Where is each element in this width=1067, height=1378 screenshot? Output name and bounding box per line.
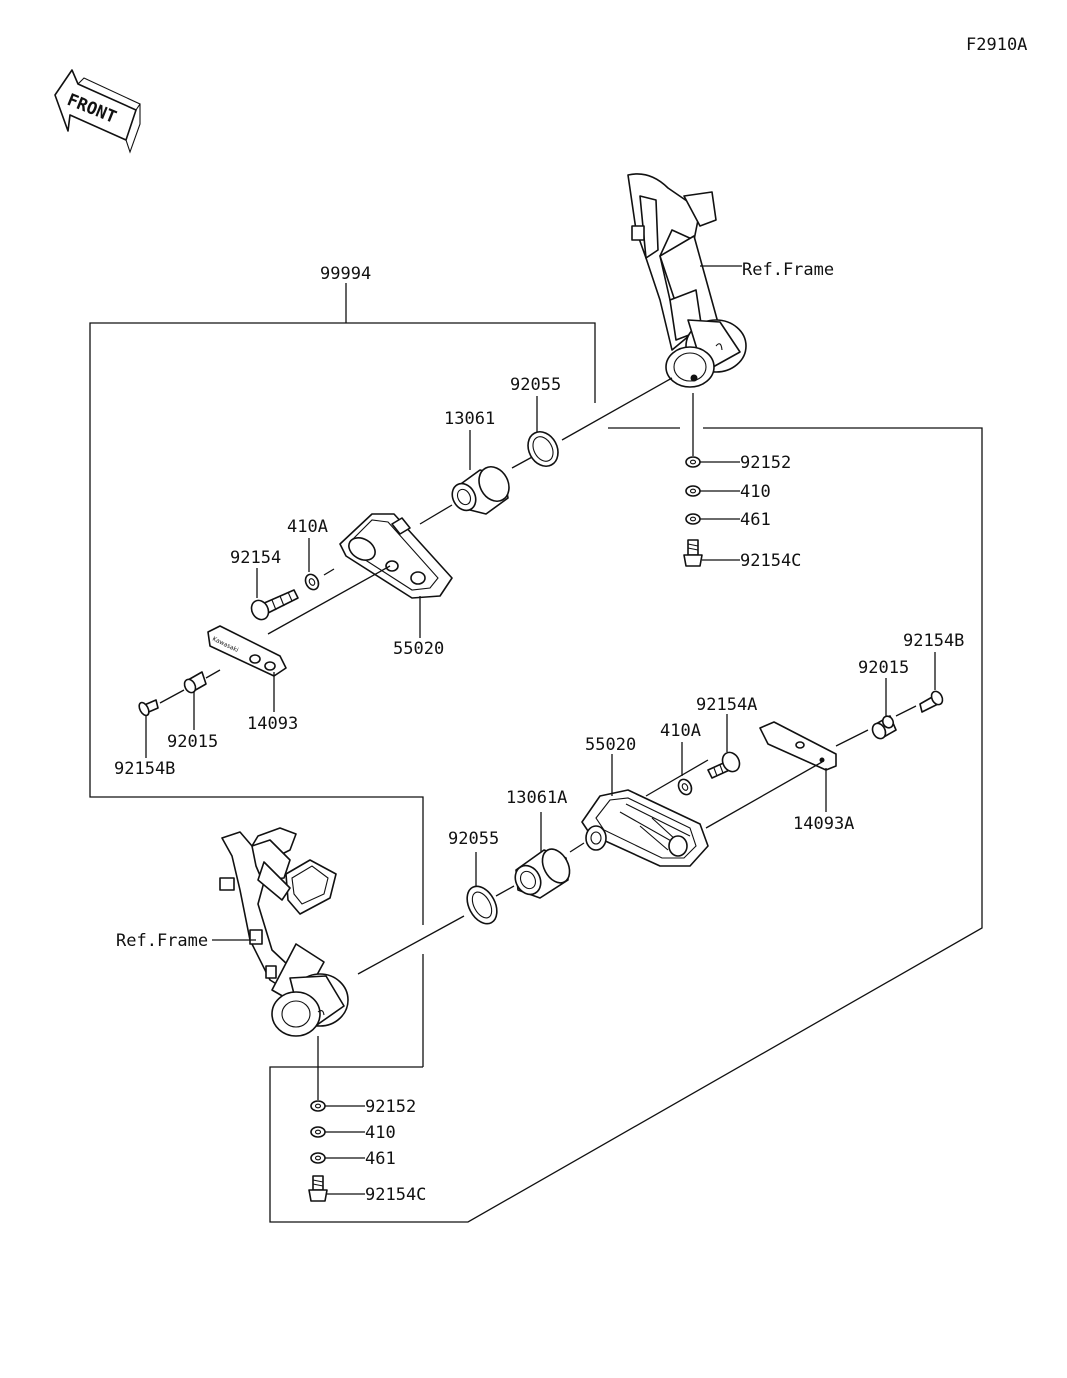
upper-label-55020: 55020 <box>393 639 444 659</box>
bolt-icon <box>312 1175 324 1191</box>
upper-label-92015: 92015 <box>167 732 218 752</box>
washer-icon <box>310 1100 326 1112</box>
lower-label-92152: 92152 <box>365 1097 416 1117</box>
emblem-plate-icon: Kawasaki <box>207 625 287 677</box>
collar-icon <box>451 466 510 515</box>
o-ring-icon <box>527 431 559 467</box>
washer-icon <box>310 1152 326 1164</box>
figure-code: F2910A <box>966 35 1027 55</box>
washer-icon <box>304 573 320 591</box>
upper-label-14093: 14093 <box>247 714 298 734</box>
bolt-icon <box>707 751 741 779</box>
washer-icon <box>677 778 693 796</box>
screw-icon <box>919 690 944 713</box>
washer-icon <box>685 513 701 525</box>
frame-slider-icon <box>339 513 453 599</box>
screw-icon <box>138 699 159 717</box>
o-ring-icon <box>466 885 498 925</box>
washer-icon <box>685 485 701 497</box>
washer-stack-lower <box>308 1100 328 1202</box>
lower-label-410A: 410A <box>660 721 701 741</box>
lower-frame-icon <box>219 827 349 1037</box>
lower-label-13061A: 13061A <box>506 788 567 808</box>
lower-label-14093A: 14093A <box>793 814 854 834</box>
upper-label-410: 410 <box>740 482 771 502</box>
ref-frame-upper-label: Ref.Frame <box>742 260 834 280</box>
bolt-icon <box>250 589 299 621</box>
lower-label-55020: 55020 <box>585 735 636 755</box>
upper-label-92152: 92152 <box>740 453 791 473</box>
upper-label-410A: 410A <box>287 517 328 537</box>
front-arrow-icon: FRONT <box>54 69 141 154</box>
upper-label-461: 461 <box>740 510 771 530</box>
upper-label-92154B: 92154B <box>114 759 175 779</box>
spacer-icon <box>183 671 207 694</box>
assembly-number: 99994 <box>320 264 371 284</box>
upper-label-13061: 13061 <box>444 409 495 429</box>
upper-frame-icon <box>627 173 747 388</box>
lower-label-92015: 92015 <box>858 658 909 678</box>
lower-label-92154C: 92154C <box>365 1185 426 1205</box>
upper-label-92055: 92055 <box>510 375 561 395</box>
upper-label-92154: 92154 <box>230 548 281 568</box>
assembly-bracket <box>89 283 983 1223</box>
frame-slider-icon <box>581 789 709 867</box>
lower-label-92154A: 92154A <box>696 695 757 715</box>
lower-label-461: 461 <box>365 1149 396 1169</box>
bolt-icon <box>687 539 699 556</box>
ref-frame-lower-label: Ref.Frame <box>116 931 208 951</box>
spacer-icon <box>871 715 897 740</box>
washer-icon <box>310 1126 326 1138</box>
lower-label-92055: 92055 <box>448 829 499 849</box>
washer-icon <box>685 456 701 468</box>
collar-icon <box>514 848 571 899</box>
lower-label-92154B: 92154B <box>903 631 964 651</box>
upper-label-92154C: 92154C <box>740 551 801 571</box>
lower-label-410: 410 <box>365 1123 396 1143</box>
washer-stack-upper <box>683 456 703 567</box>
emblem-plate-icon <box>759 721 837 771</box>
